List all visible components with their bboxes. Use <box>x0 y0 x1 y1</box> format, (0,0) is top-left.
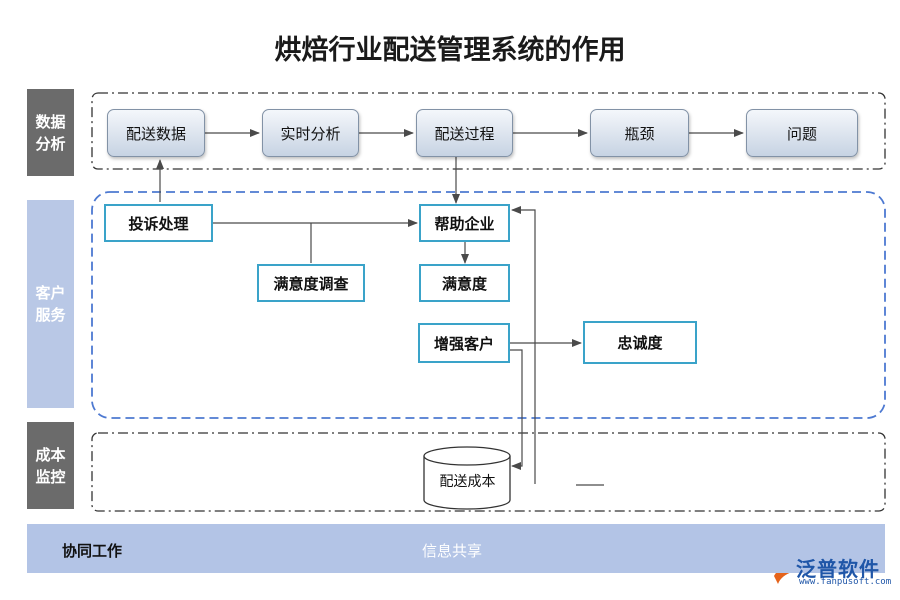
box-satisfaction: 满意度 <box>419 264 510 302</box>
box-complaint-handling: 投诉处理 <box>104 204 213 242</box>
logo-url: www.fanpusoft.com <box>799 577 892 587</box>
bottom-bar <box>27 524 885 573</box>
box-enhance-customer: 增强客户 <box>418 323 510 363</box>
flow-box-delivery-process: 配送过程 <box>416 109 513 157</box>
cost-cylinder <box>423 446 511 510</box>
cost-control-frame <box>91 432 886 512</box>
section-label-customer-service: 客户服务 <box>27 200 74 408</box>
data-analysis-frame <box>91 92 886 170</box>
section-label-data-analysis: 数据分析 <box>27 89 74 176</box>
box-satisfaction-survey: 满意度调查 <box>257 264 365 302</box>
flow-box-realtime-analysis: 实时分析 <box>262 109 359 157</box>
page-title: 烘焙行业配送管理系统的作用 <box>274 35 626 66</box>
customer-service-frame <box>91 191 886 419</box>
cylinder-label-delivery-cost: 配送成本 <box>439 474 496 490</box>
section-label-cost-control: 成本监控 <box>27 422 74 509</box>
box-help-enterprise: 帮助企业 <box>419 204 510 242</box>
flow-box-problem: 问题 <box>746 109 858 157</box>
flow-box-bottleneck: 瓶颈 <box>590 109 689 157</box>
flow-box-delivery-data: 配送数据 <box>107 109 205 157</box>
bottom-label-info-sharing: 信息共享 <box>422 542 483 560</box>
box-loyalty: 忠诚度 <box>583 321 697 364</box>
bottom-label-collaboration: 协同工作 <box>62 542 123 560</box>
logo-name: 泛普软件 <box>796 557 880 581</box>
